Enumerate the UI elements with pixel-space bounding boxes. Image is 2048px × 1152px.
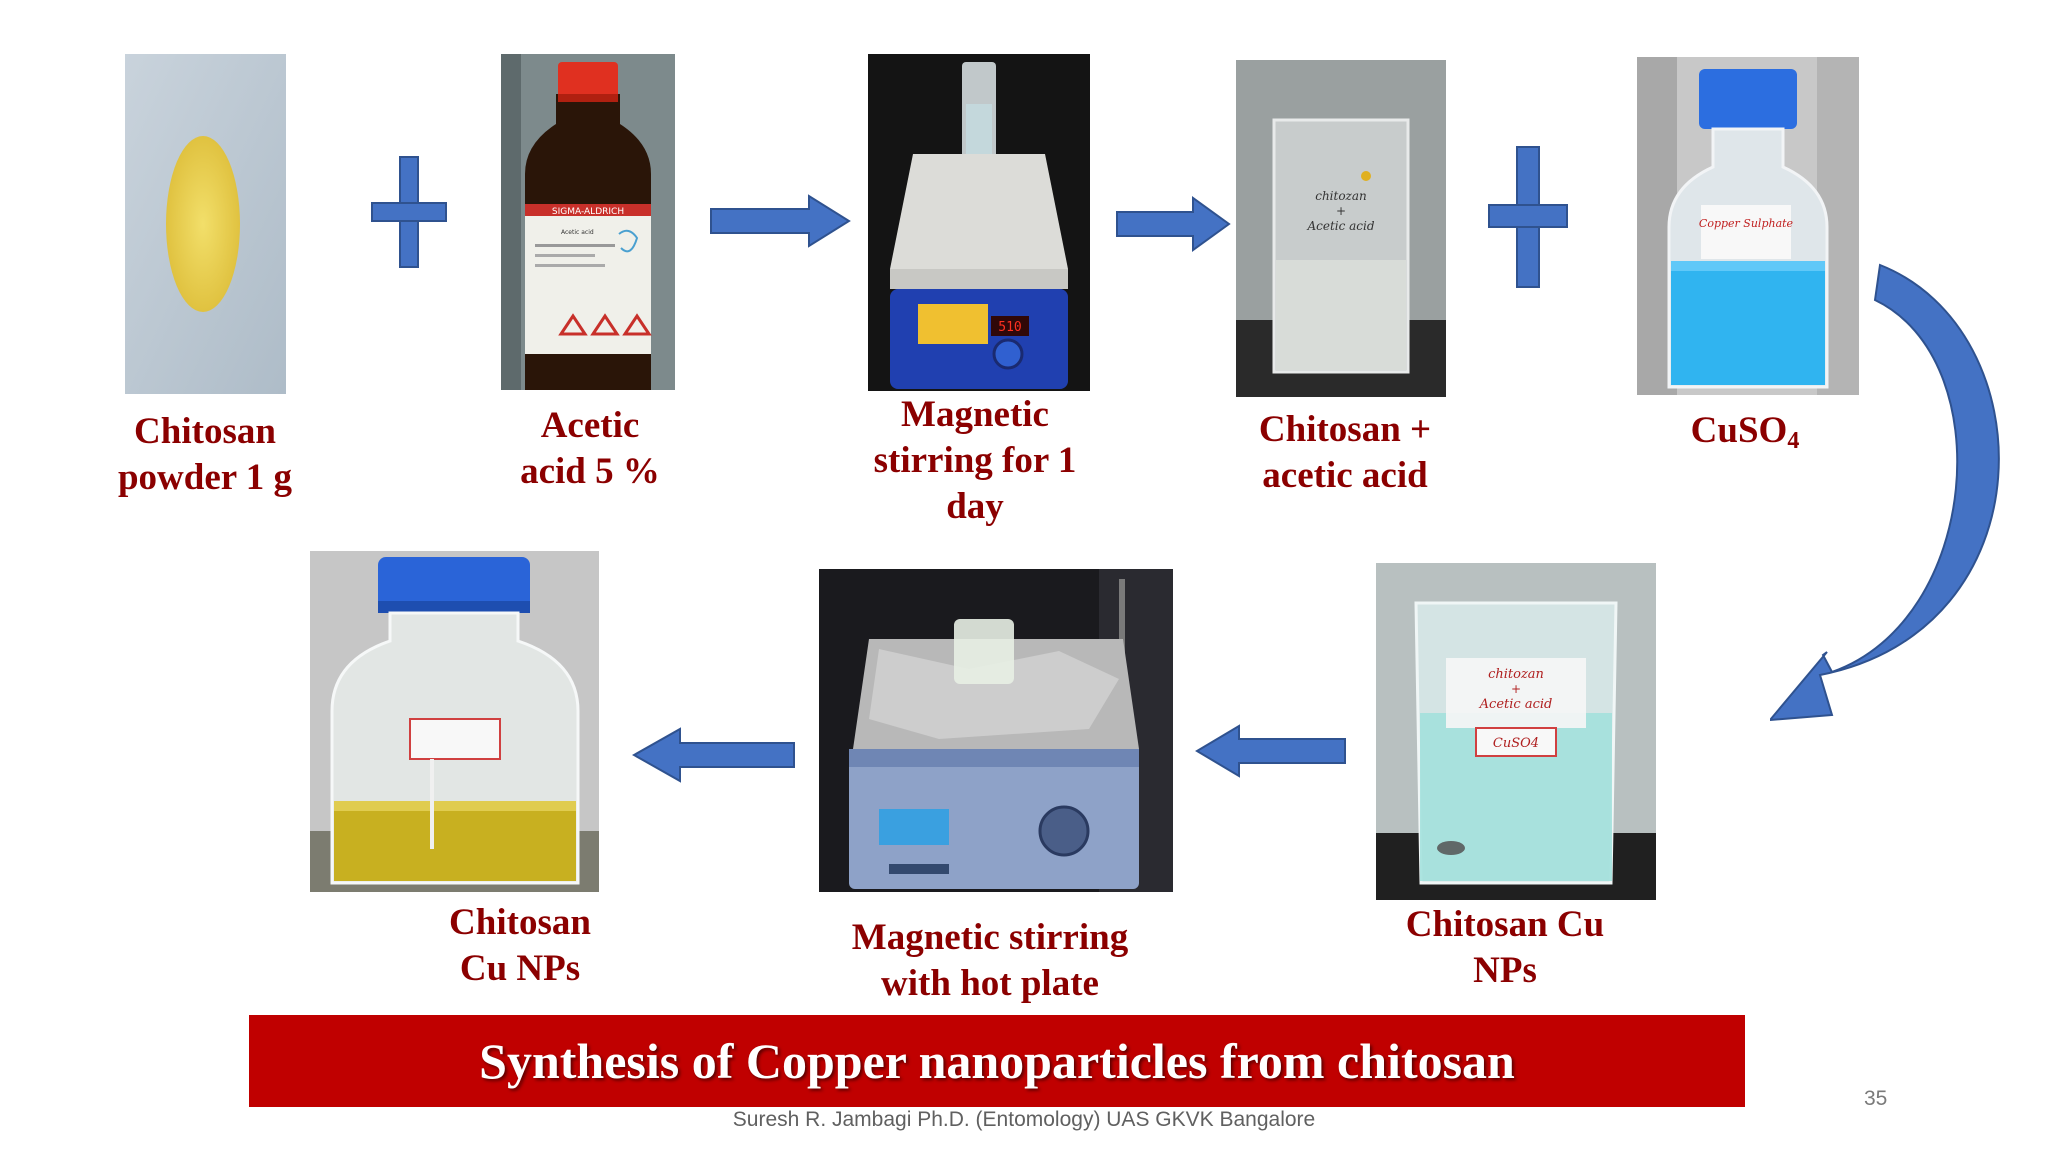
hot-plate-stirrer-photo [819, 569, 1173, 892]
plus-icon [371, 156, 447, 268]
plus-icon [1488, 146, 1568, 288]
curved-arrow-icon [1770, 263, 2000, 722]
right-arrow-icon [1116, 196, 1231, 252]
left-arrow-icon [1195, 724, 1346, 778]
step-label-cuso4: CuSO4 [1690, 410, 1800, 454]
beaker-label-top-text: chitozan [1315, 189, 1367, 203]
cuso4-bottle-photo: Copper Sulphate [1637, 57, 1859, 395]
cu-beaker-label-plus-text: + [1511, 682, 1521, 696]
beaker-label-bottom-text: Acetic acid [1306, 219, 1374, 233]
cu-beaker-label-top-text: chitozan [1488, 667, 1544, 682]
cuso4-subscript: 4 [1787, 428, 1800, 454]
final-cu-nps-bottle-photo [310, 551, 599, 892]
chitosan-powder-photo [125, 54, 286, 394]
step-label-chitosan-acetic: Chitosan +acetic acid [1258, 409, 1432, 496]
chitosan-cu-nps-beaker-photo: chitozan + Acetic acid CuSO4 [1376, 563, 1656, 900]
cu-beaker-label-bottom-text: Acetic acid [1479, 697, 1553, 712]
cu-beaker-label-cuso4-text: CuSO4 [1493, 736, 1539, 751]
magnetic-stirrer-photo: 510 [868, 54, 1090, 391]
bottle-brand-text: SIGMA-ALDRICH [552, 207, 624, 217]
beaker-label-plus-text: + [1336, 204, 1346, 218]
chitosan-acetic-beaker-photo: chitozan + Acetic acid [1236, 60, 1446, 397]
page-number: 35 [1864, 1087, 1888, 1110]
title-banner: Synthesis of Copper nanoparticles from c… [249, 1015, 1745, 1107]
bottle-label-text: Acetic acid [561, 229, 594, 236]
acetic-acid-bottle-photo: SIGMA-ALDRICH Acetic acid [501, 54, 675, 390]
slide-title: Synthesis of Copper nanoparticles from c… [479, 1033, 1515, 1089]
stirrer-display-text: 510 [998, 320, 1021, 335]
left-arrow-icon [632, 727, 795, 783]
right-arrow-icon [710, 194, 851, 248]
footer-credit: Suresh R. Jambagi Ph.D. (Entomology) UAS… [732, 1108, 1316, 1131]
cuso4-bottle-label-text: Copper Sulphate [1699, 217, 1794, 230]
